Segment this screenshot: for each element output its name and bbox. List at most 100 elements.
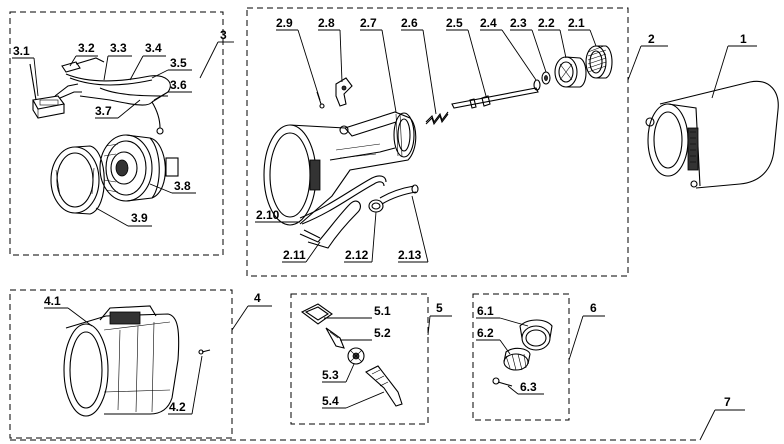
label-2-4: 2.4 [480, 16, 537, 81]
part-2-10-hose [299, 175, 387, 225]
svg-text:4.1: 4.1 [44, 294, 61, 308]
label-2-12: 2.12 [344, 211, 377, 263]
part-2-8-clip [335, 77, 353, 107]
svg-text:3.9: 3.9 [131, 211, 148, 225]
group-label-1: 1 [711, 32, 757, 99]
svg-text:2.12: 2.12 [345, 248, 369, 262]
svg-text:2.2: 2.2 [538, 16, 555, 30]
svg-text:6.2: 6.2 [477, 326, 494, 340]
part-3-3-3-4-wire-harness [65, 73, 171, 135]
part-2-1-ring [585, 45, 613, 79]
part-5-1-plate [300, 303, 333, 325]
part-6-3-screw [492, 377, 513, 387]
label-2-7: 2.7 [360, 16, 397, 113]
part-2-12-connector [368, 199, 384, 213]
svg-text:3.1: 3.1 [13, 44, 30, 58]
part-4-1-housing [63, 305, 180, 417]
svg-text:2.9: 2.9 [276, 16, 293, 30]
svg-text:2.13: 2.13 [398, 248, 422, 262]
part-6-1-ring [519, 319, 553, 351]
svg-text:5.2: 5.2 [374, 326, 391, 340]
group-label-4: 4 [231, 291, 272, 331]
label-5-3: 5.3 [322, 363, 355, 383]
svg-text:2.11: 2.11 [283, 248, 306, 262]
group-label-3: 3 [199, 28, 234, 79]
part-1-cover [645, 80, 779, 189]
group-label-6: 6 [568, 301, 605, 361]
svg-text:3.7: 3.7 [95, 104, 112, 118]
svg-text:2.5: 2.5 [446, 16, 463, 30]
label-3-5: 3.5 [151, 56, 192, 79]
svg-text:2.1: 2.1 [568, 16, 585, 30]
group-5-number: 5 [436, 301, 443, 315]
group-5-box [290, 293, 429, 425]
svg-text:2.8: 2.8 [318, 16, 335, 30]
svg-text:3.5: 3.5 [170, 56, 187, 70]
group-6-number: 6 [590, 301, 597, 315]
svg-text:3.2: 3.2 [78, 41, 95, 55]
svg-text:5.4: 5.4 [322, 394, 339, 408]
label-2-1: 2.1 [568, 16, 597, 47]
label-4-1: 4.1 [44, 294, 93, 327]
label-3-2: 3.2 [69, 41, 98, 67]
group-6-box [472, 293, 570, 421]
label-3-8: 3.8 [149, 179, 196, 194]
label-3-3: 3.3 [103, 41, 132, 81]
label-3-6: 3.6 [153, 78, 192, 101]
label-3-4: 3.4 [129, 41, 166, 81]
label-2-8: 2.8 [318, 16, 343, 83]
label-2-13: 2.13 [398, 195, 429, 263]
group-2-number: 2 [648, 32, 655, 46]
group-2-box [246, 7, 629, 277]
label-3-7: 3.7 [95, 99, 141, 119]
svg-text:4.2: 4.2 [169, 400, 186, 414]
label-2-2: 2.2 [538, 16, 567, 59]
svg-text:3.6: 3.6 [170, 78, 187, 92]
svg-text:3.8: 3.8 [174, 179, 191, 193]
label-3-9: 3.9 [95, 207, 152, 227]
group-4-number: 4 [254, 291, 261, 305]
part-2-6-spring [425, 111, 449, 126]
part-3-8-motor [99, 134, 179, 202]
svg-text:2.6: 2.6 [401, 16, 418, 30]
label-6-2: 6.2 [476, 326, 511, 355]
part-3-1-switch [29, 63, 82, 119]
label-6-1: 6.1 [476, 304, 529, 327]
part-5-4-spindle [365, 365, 403, 407]
part-2-11-hose [299, 200, 361, 249]
part-2-4-washer [533, 79, 541, 91]
svg-text:2.10: 2.10 [256, 208, 280, 222]
part-2-2-fan [554, 56, 587, 88]
svg-text:6.3: 6.3 [520, 380, 537, 394]
part-3-2-wire-terminal [61, 57, 105, 73]
group-4-box [9, 289, 233, 439]
group-3-box [9, 11, 224, 256]
part-2-13-hose [379, 184, 419, 205]
svg-text:3.4: 3.4 [145, 41, 162, 55]
svg-text:2.3: 2.3 [510, 16, 527, 30]
label-3-1: 3.1 [12, 44, 39, 97]
svg-text:3.3: 3.3 [110, 41, 127, 55]
svg-text:2.7: 2.7 [360, 16, 377, 30]
group-label-5: 5 [427, 301, 452, 336]
group-label-7: 7 [699, 395, 745, 441]
label-5-4: 5.4 [322, 391, 385, 409]
part-2-3-nut [541, 71, 551, 85]
svg-text:5.1: 5.1 [374, 304, 391, 318]
part-6-2-gear-ring [503, 347, 531, 371]
label-2-5: 2.5 [446, 16, 487, 97]
label-4-2: 4.2 [168, 355, 203, 415]
group-label-2: 2 [627, 32, 668, 81]
part-4-2-screw [198, 349, 211, 355]
part-5-3-collet [347, 347, 365, 365]
part-2-5-shaft [451, 87, 539, 109]
group-1-number: 1 [740, 32, 747, 46]
group-7-number: 7 [724, 395, 731, 409]
label-2-11: 2.11 [282, 241, 321, 263]
part-3-9-ring [50, 145, 105, 215]
label-2-9: 2.9 [276, 16, 321, 101]
svg-text:5.3: 5.3 [322, 368, 339, 382]
part-2-7-housing [263, 111, 417, 226]
group-3-number: 3 [220, 28, 227, 42]
